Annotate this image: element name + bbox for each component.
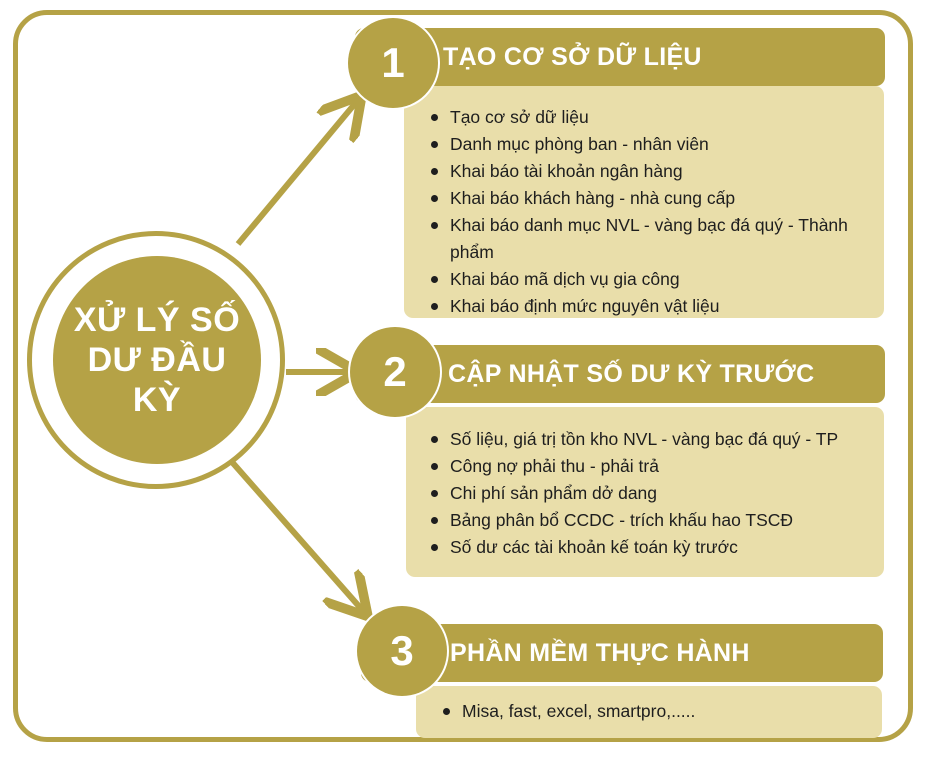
center-circle: XỬ LÝ SỐ DƯ ĐẦU KỲ — [53, 256, 261, 464]
section-3-number: 3 — [390, 627, 414, 674]
arrow-to-section-1 — [235, 100, 358, 246]
section-3-number-badge: 3 — [357, 606, 447, 696]
center-title: XỬ LÝ SỐ DƯ ĐẦU KỲ — [73, 301, 241, 419]
arrow-to-section-3 — [229, 460, 364, 612]
section-1-item: Khai báo danh mục NVL - vàng bạc đá quý … — [428, 212, 884, 266]
section-1-header: TẠO CƠ SỞ DỮ LIỆU — [355, 28, 885, 86]
section-1-title: TẠO CƠ SỞ DỮ LIỆU — [443, 42, 702, 71]
section-2-title: CẬP NHẬT SỐ DƯ KỲ TRƯỚC — [448, 359, 815, 388]
section-2-item: Số dư các tài khoản kế toán kỳ trước — [428, 534, 884, 561]
outer-frame — [13, 10, 913, 742]
section-2-header: CẬP NHẬT SỐ DƯ KỲ TRƯỚC — [355, 345, 885, 403]
section-1-number-badge: 1 — [348, 18, 438, 108]
section-3-title: PHẦN MỀM THỰC HÀNH — [450, 638, 750, 667]
section-2-box: Số liệu, giá trị tồn kho NVL - vàng bạc … — [406, 407, 884, 577]
section-1-item: Khai báo mã dịch vụ gia công — [428, 266, 884, 293]
section-2-list: Số liệu, giá trị tồn kho NVL - vàng bạc … — [428, 426, 884, 561]
section-3-list: Misa, fast, excel, smartpro,..... — [440, 698, 882, 725]
section-2-number-badge: 2 — [350, 327, 440, 417]
section-2-item: Số liệu, giá trị tồn kho NVL - vàng bạc … — [428, 426, 884, 453]
section-3-box: Misa, fast, excel, smartpro,..... — [416, 686, 882, 738]
section-2-item: Bảng phân bổ CCDC - trích khấu hao TSCĐ — [428, 507, 884, 534]
section-1-item: Khai báo tài khoản ngân hàng — [428, 158, 884, 185]
section-1-item: Khai báo định mức nguyên vật liệu — [428, 293, 884, 320]
section-1-number: 1 — [381, 39, 405, 86]
section-2-item: Chi phí sản phẩm dở dang — [428, 480, 884, 507]
section-2-item: Công nợ phải thu - phải trả — [428, 453, 884, 480]
section-3-header: PHẦN MỀM THỰC HÀNH — [361, 624, 883, 682]
section-3-item: Misa, fast, excel, smartpro,..... — [440, 698, 882, 725]
section-1-item: Tạo cơ sở dữ liệu — [428, 104, 884, 131]
section-1-item: Danh mục phòng ban - nhân viên — [428, 131, 884, 158]
section-2-number: 2 — [383, 348, 407, 395]
section-1-item: Khai báo khách hàng - nhà cung cấp — [428, 185, 884, 212]
